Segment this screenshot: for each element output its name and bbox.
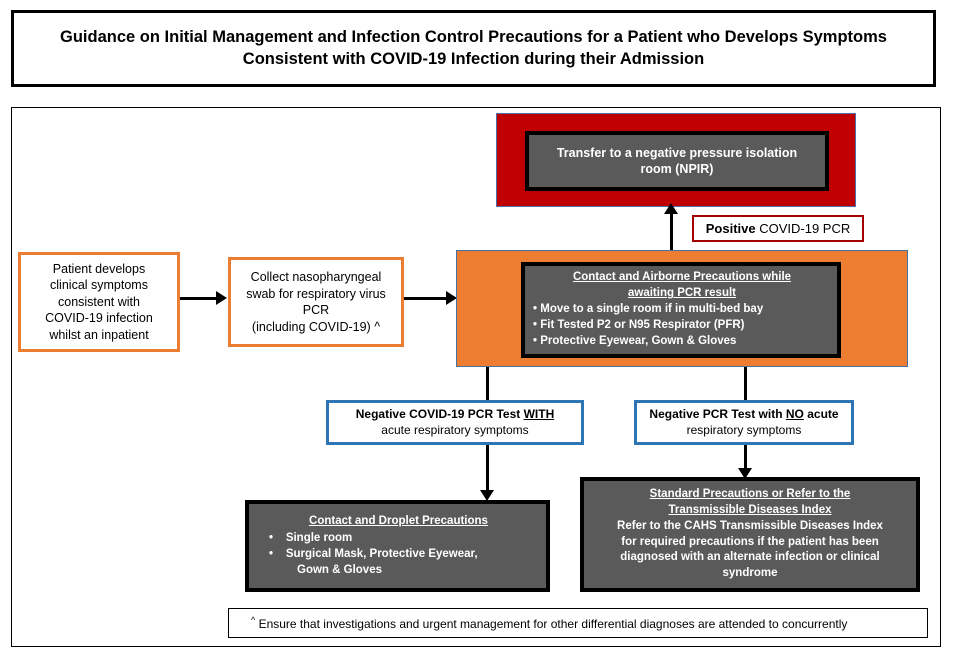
swab-line-1: Collect nasopharyngeal [250, 270, 382, 284]
start-line-1: Patient develops [52, 261, 146, 276]
airborne-content: Contact and Airborne Precautions while a… [525, 268, 837, 351]
swab-line-3: PCR [302, 303, 330, 317]
page-title: Guidance on Initial Management and Infec… [11, 10, 936, 87]
start-line-2: clinical symptoms [50, 278, 148, 293]
droplet-precautions-box: Contact and Droplet Precautions • Single… [245, 500, 550, 592]
swab-line-2: swab for respiratory virus [246, 286, 386, 301]
swab-line-4: (including COVID-19) ^ [251, 319, 381, 334]
connector-negwith-to-droplet [486, 445, 489, 492]
airborne-heading-line-2: awaiting PCR result [628, 287, 736, 300]
footnote-text: ^ Ensure that investigations and urgent … [251, 615, 847, 631]
standard-content: Standard Precautions or Refer to the Tra… [584, 485, 916, 584]
standard-body-line-1: Refer to the CAHS Transmissible Diseases… [617, 519, 883, 532]
npir-line-1: Transfer to a negative pressure isolatio… [556, 145, 798, 160]
droplet-bullet-1-text: Single room [285, 531, 353, 544]
negwith-line-2: acute respiratory symptoms [381, 422, 529, 437]
droplet-bullet-2-wrap: Gown & Gloves [297, 564, 382, 577]
negative-with-symptoms-box: Negative COVID-19 PCR Test WITH acute re… [326, 400, 584, 445]
droplet-bullet-1: • Single room [269, 531, 353, 544]
npir-text: Transfer to a negative pressure isolatio… [529, 145, 825, 178]
positive-bold: Positive [705, 221, 756, 236]
npir-line-2: room (NPIR) [640, 162, 714, 176]
standard-heading-line-2: Transmissible Diseases Index [668, 503, 832, 516]
swab-box: Collect nasopharyngeal swab for respirat… [228, 257, 404, 347]
connector-orange-to-npir [670, 213, 673, 252]
swab-text: Collect nasopharyngeal swab for respirat… [246, 269, 386, 335]
arrowhead-right-airborne [446, 291, 457, 305]
airborne-bullet-1-text: Move to a single room if in multi-bed ba… [540, 303, 764, 316]
negative-no-symptoms-text: Negative PCR Test with NO acute respirat… [649, 407, 838, 438]
negative-no-symptoms-box: Negative PCR Test with NO acute respirat… [634, 400, 854, 445]
droplet-bullet-2: • Surgical Mask, Protective Eyewear, [269, 548, 478, 560]
start-line-5: whilst an inpatient [49, 327, 149, 342]
airborne-bullet-2: • Fit Tested P2 or N95 Respirator (PFR) [533, 318, 745, 331]
arrowhead-down-droplet [480, 490, 494, 501]
negno-line-1-post: acute [803, 406, 839, 421]
airborne-heading-line-1: Contact and Airborne Precautions while [572, 271, 792, 284]
airborne-box: Contact and Airborne Precautions while a… [521, 262, 841, 358]
connector-start-to-swab [180, 297, 218, 300]
negno-line-2: respiratory symptoms [686, 422, 802, 437]
negwith-line-1-underlined: WITH [523, 406, 555, 421]
connector-swab-to-airborne [404, 297, 448, 300]
negwith-line-1-pre: Negative COVID-19 PCR Test [355, 406, 524, 421]
airborne-bullet-2-text: Fit Tested P2 or N95 Respirator (PFR) [540, 318, 745, 331]
arrowhead-down-standard [738, 468, 752, 479]
droplet-content: Contact and Droplet Precautions • Single… [249, 510, 546, 581]
arrowhead-right-swab [216, 291, 227, 305]
start-box: Patient develops clinical symptoms consi… [18, 252, 180, 352]
airborne-bullet-3: • Protective Eyewear, Gown & Gloves [533, 334, 737, 347]
negno-line-1-pre: Negative PCR Test with [649, 406, 786, 421]
airborne-bullet-1: • Move to a single room if in multi-bed … [533, 303, 764, 316]
positive-pcr-text: Positive COVID-19 PCR [706, 221, 851, 236]
airborne-bullet-3-text: Protective Eyewear, Gown & Gloves [540, 334, 737, 347]
connector-airborne-to-negno [744, 367, 747, 400]
footnote-marker: ^ [251, 615, 256, 625]
standard-body-line-2: for required precautions if the patient … [621, 535, 879, 548]
negative-with-symptoms-text: Negative COVID-19 PCR Test WITH acute re… [356, 407, 554, 438]
start-text: Patient develops clinical symptoms consi… [45, 261, 153, 344]
negno-line-1: Negative PCR Test with NO acute [649, 407, 838, 421]
npir-red-panel: Transfer to a negative pressure isolatio… [496, 113, 856, 207]
arrowhead-up-npir [664, 203, 678, 214]
standard-heading-line-1: Standard Precautions or Refer to the [649, 487, 851, 500]
positive-pcr-label: Positive COVID-19 PCR [692, 215, 864, 242]
connector-negno-to-standard [744, 445, 747, 470]
standard-precautions-box: Standard Precautions or Refer to the Tra… [580, 477, 920, 592]
droplet-heading: Contact and Droplet Precautions [309, 515, 488, 528]
footnote-box: ^ Ensure that investigations and urgent … [228, 608, 928, 638]
page-title-text: Guidance on Initial Management and Infec… [60, 28, 887, 68]
negno-line-1-underlined: NO [785, 406, 804, 421]
droplet-bullet-2-text: Surgical Mask, Protective Eyewear, [285, 548, 478, 560]
connector-airborne-to-negwith [486, 367, 489, 400]
negwith-line-1: Negative COVID-19 PCR Test WITH [356, 407, 554, 421]
standard-body-line-3: diagnosed with an alternate infection or… [620, 551, 880, 564]
positive-rest: COVID-19 PCR [755, 221, 851, 236]
npir-box: Transfer to a negative pressure isolatio… [525, 131, 829, 191]
airborne-orange-panel: Contact and Airborne Precautions while a… [456, 250, 908, 367]
standard-body-line-4: syndrome [722, 567, 778, 580]
start-line-3: consistent with [58, 294, 140, 309]
footnote-body: Ensure that investigations and urgent ma… [255, 617, 848, 631]
start-line-4: COVID-19 infection [45, 311, 153, 326]
